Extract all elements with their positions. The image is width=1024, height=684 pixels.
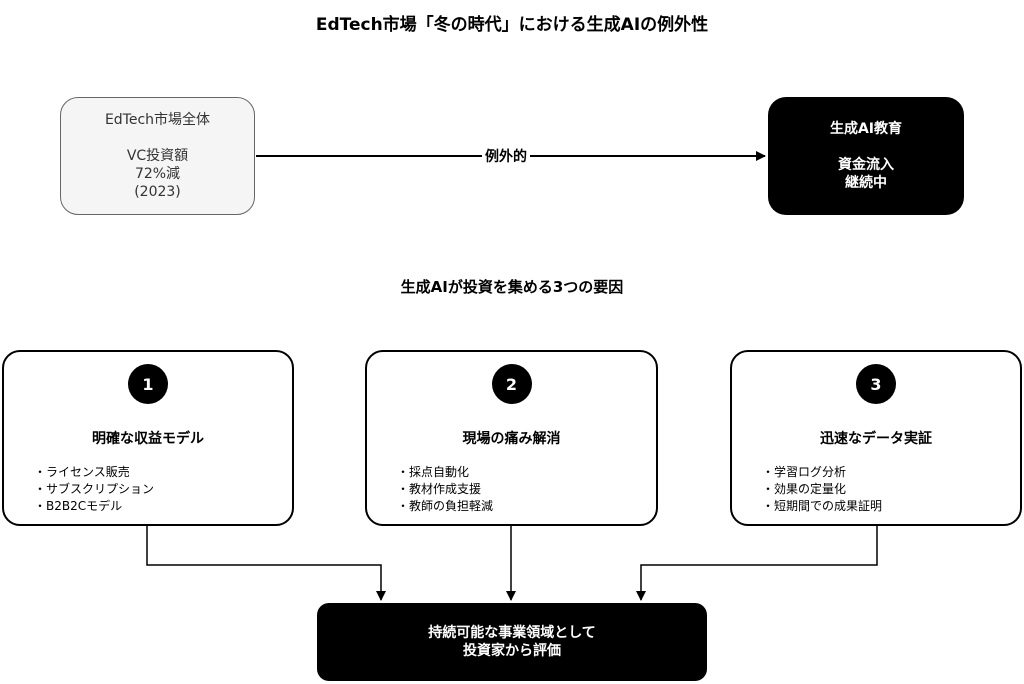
factor-title: 迅速なデータ実証 <box>820 431 932 447</box>
list-item: ・教師の負担軽減 <box>397 499 494 513</box>
genai-education-box: 生成AI教育 資金流入 継続中 <box>768 97 964 215</box>
factor-card-1: 1 明確な収益モデル ・ライセンス販売 ・サブスクリプション ・B2B2Cモデル <box>2 350 294 526</box>
result-box-line: 投資家から評価 <box>463 643 561 659</box>
genai-box-line: 生成AI教育 <box>829 121 903 137</box>
list-item: ・ライセンス販売 <box>34 465 130 479</box>
number-badge: 1 <box>128 364 168 404</box>
market-box-line: EdTech市場全体 <box>104 112 211 128</box>
list-item: ・効果の定量化 <box>762 482 847 496</box>
diagram-title: EdTech市場「冬の時代」における生成AIの例外性 <box>315 15 709 35</box>
list-item: ・B2B2Cモデル <box>34 499 123 513</box>
list-item: ・サブスクリプション <box>34 482 155 496</box>
factors-heading: 生成AIが投資を集める3つの要因 <box>400 278 624 296</box>
market-box-line: VC投資額 <box>126 148 189 164</box>
factor1-arrow <box>146 526 386 601</box>
list-item: ・学習ログ分析 <box>762 465 847 479</box>
factor-title: 明確な収益モデル <box>92 431 204 447</box>
list-item: ・教材作成支援 <box>397 482 482 496</box>
factor-list: ・学習ログ分析 ・効果の定量化 ・短期間での成果証明 <box>762 464 882 515</box>
number-badge: 3 <box>856 364 896 404</box>
market-overall-box: EdTech市場全体 VC投資額 72%減 (2023) <box>60 97 255 215</box>
factor-card-2: 2 現場の痛み解消 ・採点自動化 ・教材作成支援 ・教師の負担軽減 <box>365 350 658 526</box>
number-badge: 2 <box>491 364 532 404</box>
factor-card-3: 3 迅速なデータ実証 ・学習ログ分析 ・効果の定量化 ・短期間での成果証明 <box>730 350 1022 526</box>
market-box-line: (2023) <box>134 184 181 200</box>
result-box-line: 持続可能な事業領域として <box>428 625 596 641</box>
list-item: ・短期間での成果証明 <box>762 499 883 513</box>
genai-box-line: 資金流入 <box>838 157 894 173</box>
genai-box-line: 継続中 <box>845 175 887 191</box>
factor-list: ・ライセンス販売 ・サブスクリプション ・B2B2Cモデル <box>34 464 154 515</box>
factor-list: ・採点自動化 ・教材作成支援 ・教師の負担軽減 <box>397 464 493 515</box>
factor3-arrow <box>636 526 878 601</box>
market-box-line: 72%減 <box>134 166 181 182</box>
result-box: 持続可能な事業領域として 投資家から評価 <box>317 603 707 681</box>
factor-title: 現場の痛み解消 <box>462 431 561 447</box>
list-item: ・採点自動化 <box>397 465 470 479</box>
exception-label: 例外的 <box>482 146 530 166</box>
